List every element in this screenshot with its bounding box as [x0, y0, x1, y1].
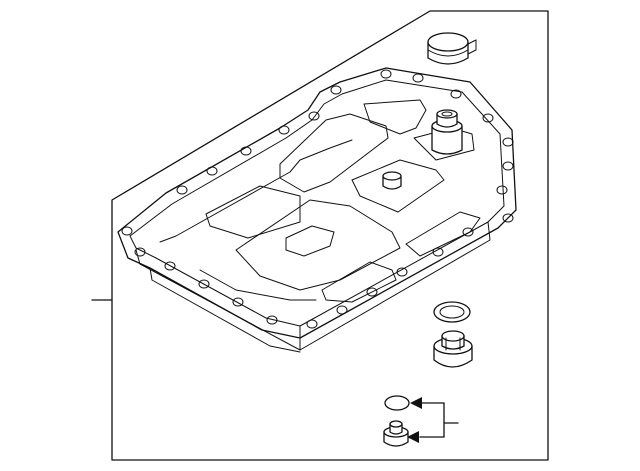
- drain-plug: [433, 330, 473, 368]
- arrow-icon: [410, 397, 422, 409]
- filler-cap: [427, 32, 477, 65]
- bolt-holes: [121, 69, 514, 329]
- pan-boss: [382, 171, 402, 190]
- bracket-leader: [407, 397, 459, 443]
- transmission-oil-pan: [117, 67, 517, 353]
- frame-outline: [111, 10, 549, 461]
- arrow-icon: [407, 431, 419, 443]
- small-plug: [383, 420, 409, 447]
- seal-ring: [433, 301, 471, 323]
- small-seal-ring: [384, 395, 410, 411]
- filler-neck: [431, 109, 463, 155]
